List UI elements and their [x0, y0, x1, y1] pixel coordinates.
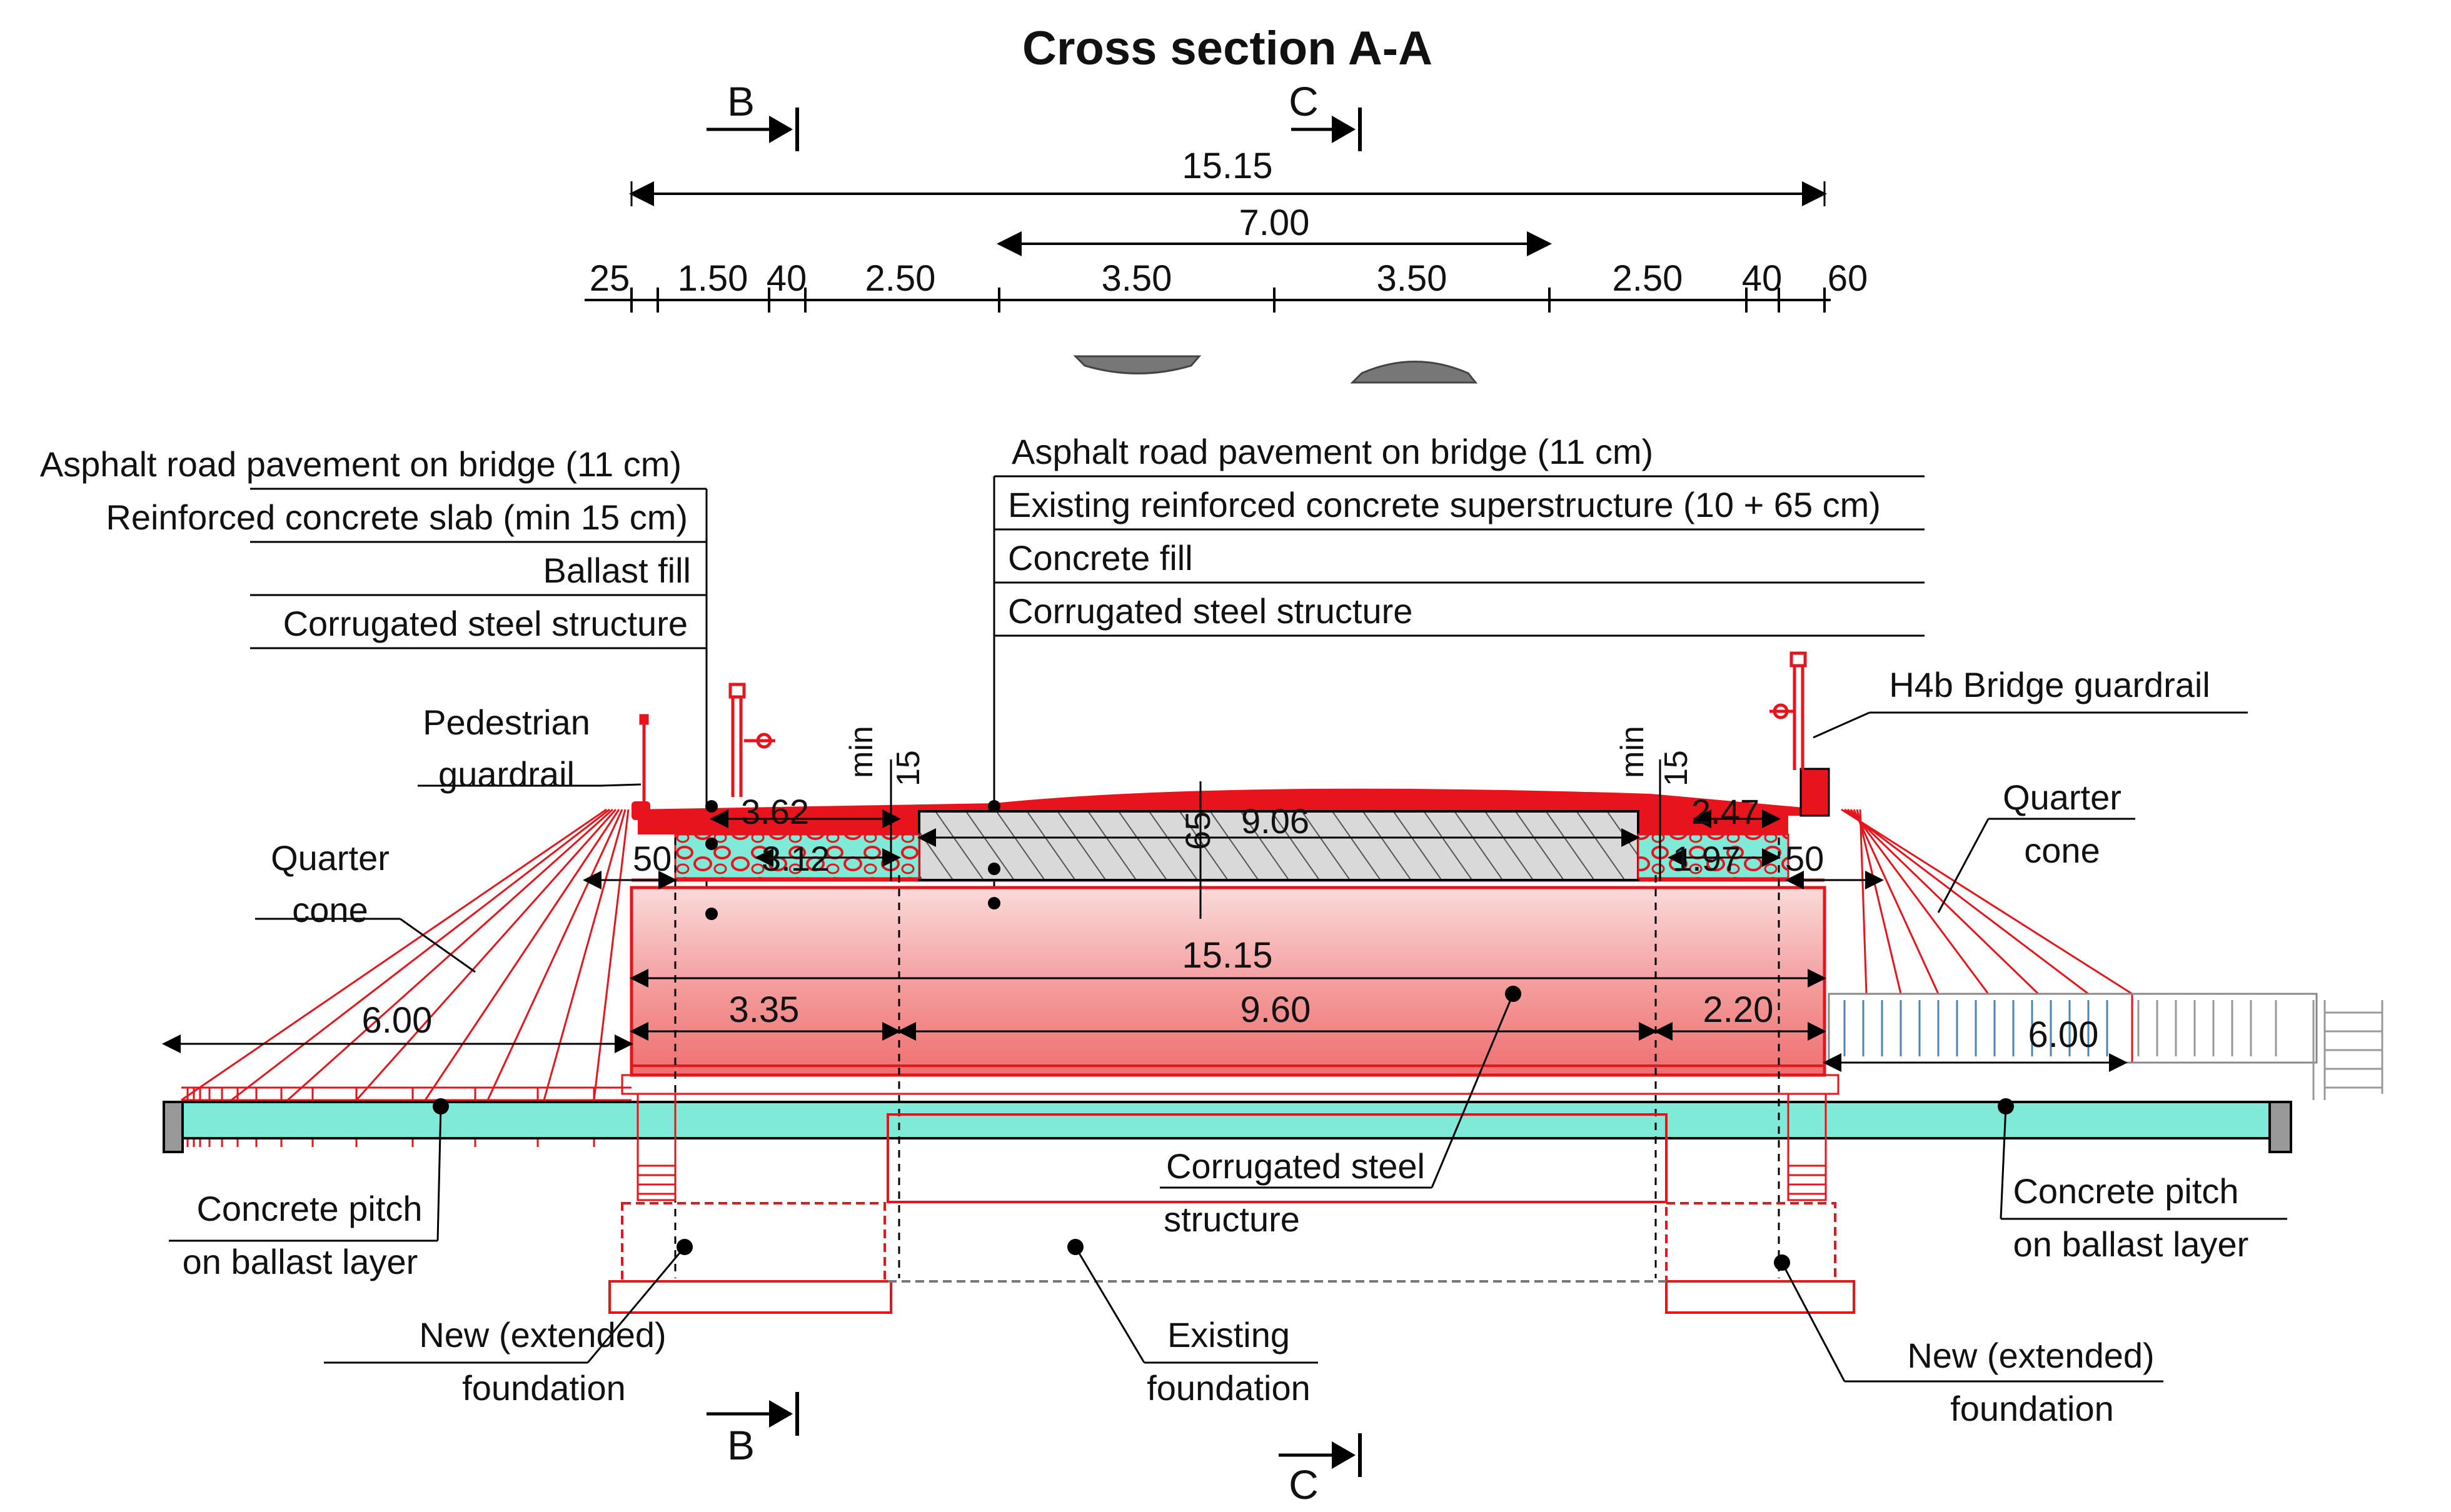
layer-label: Asphalt road pavement on bridge (11 cm) [1012, 432, 1653, 471]
section-marker-label: C [1289, 1461, 1319, 1508]
layer-labels-left: Asphalt road pavement on bridge (11 cm) … [40, 444, 708, 925]
dim-min-value-left: 15 [890, 750, 927, 786]
section-marker-label: B [727, 1422, 755, 1468]
dimension-label: 40 [767, 258, 807, 299]
layer-label: Corrugated steel structure [1008, 591, 1412, 631]
quarter-cone-left [181, 808, 632, 1147]
quarter-cone-left-label: cone [292, 890, 368, 929]
dim-center-width: 9.06 [1241, 801, 1309, 841]
quarter-cone-right-label: Quarter [2003, 778, 2121, 817]
section-marker-c-bottom: C [1279, 1433, 1362, 1508]
dimension-label: 15.15 [1182, 146, 1272, 186]
annotation-labels: Pedestrian guardrail H4b Bridge guardrai… [183, 665, 2249, 1428]
dimension-label: 2.50 [1613, 258, 1683, 299]
dimension-label: 40 [1742, 258, 1783, 299]
dim-cone-right: 6.00 [2028, 1014, 2099, 1055]
dim-left-slab-bottom: 3.12 [762, 839, 830, 878]
section-marker-label: C [1289, 78, 1319, 124]
vehicle-guardrail-left-icon [728, 683, 775, 797]
concrete-pitch-right-label: on ballast layer [2013, 1224, 2249, 1264]
dim-center-depth: 65 [1178, 811, 1217, 850]
new-foundation-left-label: New (extended) [419, 1315, 666, 1354]
existing-foundation-label: Existing [1167, 1315, 1290, 1354]
section-dimensions [162, 759, 2128, 1072]
dimension-chain-segments: 25 1.50 40 2.50 3.50 3.50 2.50 40 60 [585, 258, 1868, 313]
lane-direction-up-icon [1350, 361, 1478, 384]
dim-culvert-width: 15.15 [1182, 935, 1272, 976]
new-foundation-right-label: foundation [1950, 1389, 2114, 1428]
new-foundation-right-label: New (extended) [1907, 1336, 2154, 1375]
lane-direction-down-icon [1073, 355, 1202, 374]
dimension-label: 1.50 [678, 258, 748, 299]
dimension-label: 3.50 [1377, 258, 1447, 299]
foundations [608, 1202, 1855, 1314]
dim-right-slab-bottom: 1.97 [1673, 839, 1741, 878]
existing-foundation-label: foundation [1147, 1368, 1311, 1408]
concrete-pitch [163, 1101, 2292, 1153]
dim-min-right: min [1614, 726, 1651, 778]
layer-label: Ballast fill [543, 551, 691, 590]
layer-label: Existing reinforced concrete superstruct… [1008, 485, 1881, 524]
annotation-leaders [169, 711, 2287, 1383]
layer-labels-center: Asphalt road pavement on bridge (11 cm) … [993, 432, 1925, 906]
dim-left-edge: 50 [633, 839, 672, 878]
concrete-pitch-left-label: Concrete pitch [196, 1189, 422, 1228]
dimension-label: 3.50 [1102, 258, 1172, 299]
dim-right-slab-top: 2.47 [1691, 792, 1759, 831]
pedestrian-guardrail-label: Pedestrian [423, 703, 590, 742]
dimension-label: 2.50 [865, 258, 936, 299]
section-marker-b-top: B [707, 78, 799, 151]
layer-label: Reinforced concrete slab (min 15 cm) [106, 498, 688, 537]
layer-label: Concrete fill [1008, 538, 1193, 578]
slope-ticks-right [1828, 993, 2383, 1100]
dimension-carriageway: 7.00 [997, 203, 1552, 256]
drawing-title: Cross section A-A [1022, 22, 1432, 75]
dim-right-edge: 50 [1785, 839, 1824, 878]
dim-min-left: min [843, 726, 880, 778]
dimension-label: 25 [590, 258, 630, 299]
section-marker-label: B [727, 78, 755, 124]
h4b-guardrail-label: H4b Bridge guardrail [1889, 665, 2210, 704]
new-foundation-left-label: foundation [462, 1368, 626, 1408]
corrugated-steel-label: Corrugated steel [1166, 1146, 1425, 1186]
layer-label: Asphalt road pavement on bridge (11 cm) [40, 444, 682, 484]
quarter-cone-left-label: Quarter [271, 838, 390, 878]
quarter-cone-right-label: cone [2024, 831, 2100, 870]
dim-min-value-right: 15 [1658, 750, 1694, 786]
dim-left-slab-top: 3.62 [741, 792, 809, 831]
section-marker-b-bottom: B [707, 1392, 799, 1468]
pedestrian-guardrail-label: guardrail [438, 754, 575, 794]
section-marker-c-top: C [1289, 78, 1362, 151]
abutment-left [637, 1093, 677, 1201]
abutment-right [1787, 1093, 1827, 1201]
dim-culvert-left: 3.35 [729, 989, 800, 1030]
concrete-pitch-left-label: on ballast layer [183, 1242, 418, 1281]
dimension-overall-top: 15.15 [629, 146, 1827, 206]
dim-culvert-center: 9.60 [1241, 989, 1311, 1030]
concrete-pitch-right-label: Concrete pitch [2013, 1171, 2238, 1211]
pedestrian-guardrail-icon [639, 714, 649, 801]
corrugated-steel-outline [887, 1113, 1668, 1203]
dimension-label: 7.00 [1239, 203, 1310, 243]
layer-label: Corrugated steel structure [283, 604, 688, 643]
dimension-label: 60 [1828, 258, 1868, 299]
section-dimension-labels: 3.62 3.12 50 9.06 65 min 15 min 15 2.47 … [362, 726, 2099, 1055]
h4b-bridge-guardrail-icon [1769, 651, 1807, 770]
corrugated-steel-label: structure [1164, 1199, 1300, 1239]
dim-cone-left: 6.00 [362, 1000, 433, 1041]
dim-culvert-right: 2.20 [1703, 989, 1774, 1030]
